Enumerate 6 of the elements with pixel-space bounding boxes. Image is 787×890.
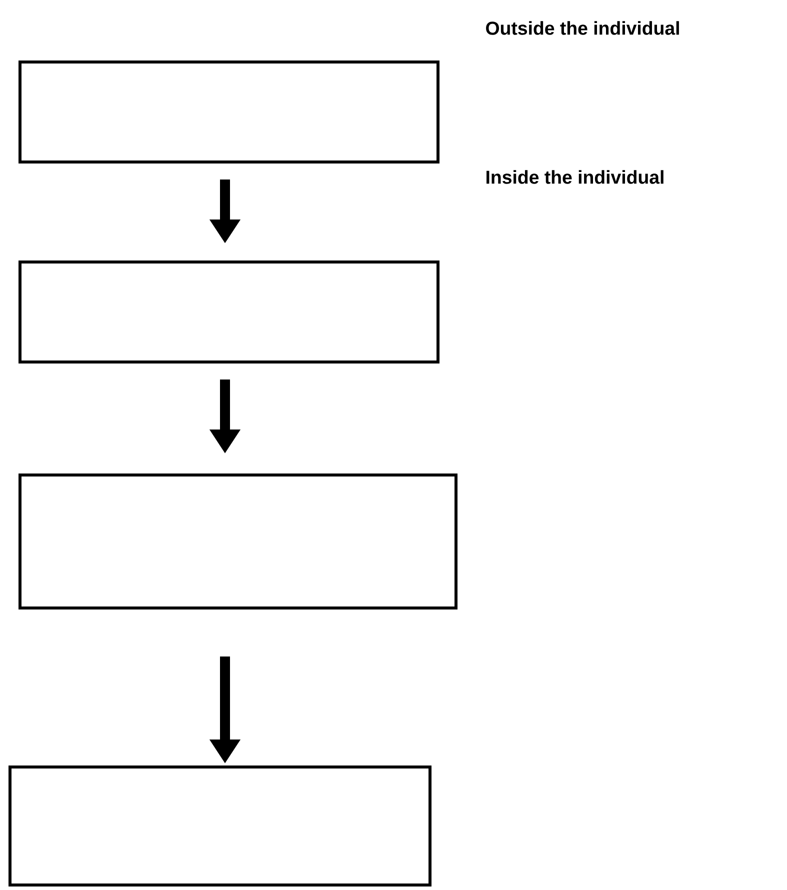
process-box (8, 766, 432, 886)
label: Outside the individual (486, 21, 679, 35)
process-box (18, 260, 440, 364)
process-box (18, 60, 440, 164)
process-box (18, 474, 458, 610)
label: Inside the individual (486, 170, 664, 184)
